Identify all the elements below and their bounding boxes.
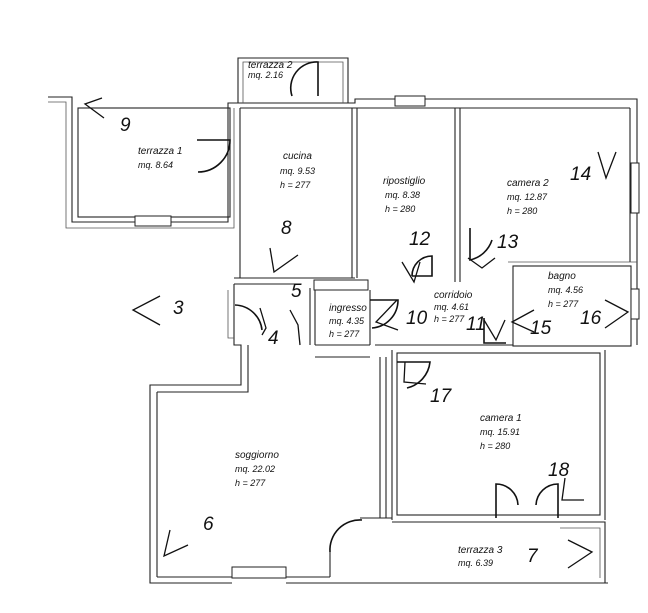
viewpoint-16: 16 (580, 308, 602, 329)
viewpoint-17: 17 (430, 386, 453, 407)
view-arrow-8 (269, 247, 299, 274)
window (630, 162, 640, 214)
view-arrow-17 (403, 361, 427, 385)
view-markers (83, 97, 630, 569)
room-height-corridoio: h = 277 (434, 314, 465, 324)
room-area-corridoio: mq. 4.61 (434, 302, 469, 312)
room-area-bagno: mq. 4.56 (548, 285, 583, 295)
viewpoint-18: 18 (548, 460, 570, 481)
room-area-ingresso: mq. 4.35 (329, 316, 365, 326)
room-area-terrazza2: mq. 2.16 (248, 70, 283, 80)
window (134, 215, 172, 227)
viewpoint-11: 11 (466, 314, 486, 335)
room-height-bagno: h = 277 (548, 299, 579, 309)
room-height-camera1: h = 280 (480, 441, 510, 451)
viewpoint-12: 12 (409, 229, 431, 250)
room-area-terrazza1: mq. 8.64 (138, 160, 173, 170)
window (313, 279, 369, 291)
view-arrow-5 (289, 309, 301, 346)
walls (48, 57, 638, 584)
view-arrow-16 (604, 299, 630, 329)
view-arrow-12 (401, 261, 421, 284)
room-name-terrazza2: terrazza 2 (248, 60, 293, 71)
viewpoint-15: 15 (530, 318, 552, 339)
window (231, 566, 287, 579)
viewpoint-14: 14 (570, 164, 591, 185)
view-arrow-11 (483, 319, 506, 342)
room-area-terrazza3: mq. 6.39 (458, 558, 493, 568)
room-name-cucina: cucina (283, 151, 312, 162)
viewpoint-13: 13 (497, 232, 519, 253)
doors (197, 61, 559, 553)
view-arrow-14 (597, 151, 617, 180)
view-arrow-7 (567, 539, 594, 569)
viewpoint-4: 4 (268, 328, 279, 349)
room-area-ripostiglio: mq. 8.38 (385, 190, 420, 200)
view-arrow-18 (561, 477, 584, 501)
room-height-soggiorno: h = 277 (235, 478, 266, 488)
viewpoint-5: 5 (291, 281, 302, 302)
windows (134, 95, 640, 579)
viewpoint-numbers: 3 4 5 6 7 8 9 10 11 12 13 14 15 16 17 18 (120, 115, 602, 567)
viewpoint-6: 6 (203, 514, 214, 535)
room-area-camera1: mq. 15.91 (480, 427, 520, 437)
view-arrow-15 (510, 309, 535, 333)
room-name-soggiorno: soggiorno (235, 450, 279, 461)
room-height-cucina: h = 277 (280, 180, 311, 190)
room-name-corridoio: corridoio (434, 290, 473, 301)
viewpoint-8: 8 (281, 218, 292, 239)
room-height-ingresso: h = 277 (329, 329, 360, 339)
room-area-cucina: mq. 9.53 (280, 166, 315, 176)
room-height-camera2: h = 280 (507, 206, 537, 216)
viewpoint-10: 10 (406, 308, 428, 329)
room-area-soggiorno: mq. 22.02 (235, 464, 275, 474)
view-arrow-3 (131, 295, 161, 326)
view-arrow-4 (259, 307, 267, 336)
room-area-camera2: mq. 12.87 (507, 192, 548, 202)
room-name-ingresso: ingresso (329, 303, 367, 314)
viewpoint-9: 9 (120, 115, 131, 136)
room-name-camera1: camera 1 (480, 413, 522, 424)
window (630, 288, 640, 320)
view-arrow-6 (163, 529, 189, 558)
view-arrow-13 (467, 257, 496, 269)
window (394, 95, 426, 107)
room-height-ripostiglio: h = 280 (385, 204, 415, 214)
room-name-bagno: bagno (548, 271, 576, 282)
viewpoint-7: 7 (527, 546, 539, 567)
room-labels: terrazza 2 mq. 2.16 terrazza 1 mq. 8.64 … (138, 60, 583, 568)
room-name-ripostiglio: ripostiglio (383, 176, 426, 187)
viewpoint-3: 3 (173, 298, 184, 319)
view-arrow-10 (374, 299, 399, 331)
room-name-terrazza1: terrazza 1 (138, 146, 182, 157)
room-name-camera2: camera 2 (507, 178, 549, 189)
view-arrow-9 (83, 97, 105, 119)
room-name-terrazza3: terrazza 3 (458, 545, 503, 556)
